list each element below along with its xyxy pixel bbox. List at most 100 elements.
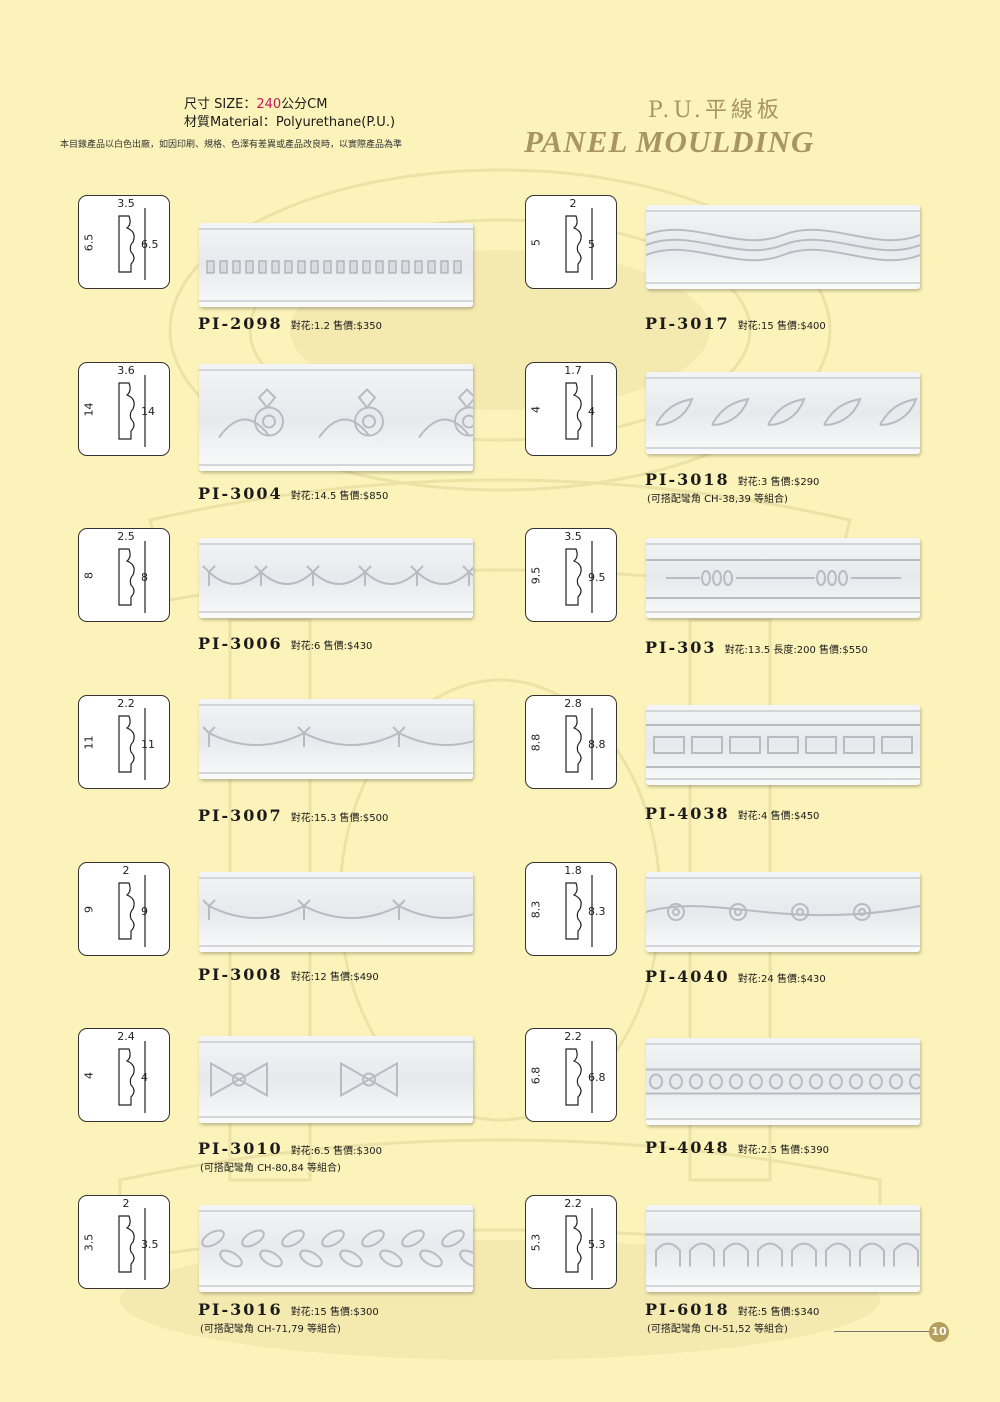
height-dimension: 14 — [141, 405, 155, 418]
product-photo — [646, 1205, 920, 1292]
height-dimension: 4 — [588, 405, 595, 418]
width-dimension: 3.5 — [564, 530, 582, 543]
height-dimension-rotated: 6.8 — [529, 1066, 543, 1085]
height-dimension-rotated: 5.3 — [529, 1233, 543, 1252]
profile-outline-icon — [565, 208, 593, 280]
profile-outline-icon — [118, 1208, 146, 1280]
size-label: 尺寸 SIZE： — [184, 97, 257, 112]
height-dimension-rotated: 8 — [82, 572, 96, 579]
height-dimension: 5.3 — [588, 1238, 606, 1251]
product-photo — [199, 1036, 473, 1123]
height-dimension-rotated: 9 — [82, 906, 96, 913]
product-spec: 對花:24 售價:$430 — [737, 974, 826, 985]
height-dimension-rotated: 8.8 — [529, 733, 543, 752]
width-dimension: 1.8 — [564, 864, 582, 877]
width-dimension: 2.2 — [564, 1197, 582, 1210]
product-photo — [646, 372, 920, 454]
corner-combo-note: (可搭配彎角 CH-51,52 等組合) — [647, 1324, 788, 1335]
height-dimension-rotated: 5 — [529, 239, 543, 246]
product-spec: 對花:6.5 售價:$300 — [290, 1146, 382, 1157]
height-dimension-rotated: 9.5 — [529, 566, 543, 585]
product-photo — [199, 538, 473, 618]
profile-outline-icon — [118, 208, 146, 280]
product-code-text: PI-3004 — [198, 484, 283, 503]
material-text: 材質Material：Polyurethane(P.U.) — [184, 115, 396, 130]
profile-outline-icon — [565, 875, 593, 947]
product-spec: 對花:4 售價:$450 — [737, 811, 820, 822]
corner-combo-note: (可搭配彎角 CH-38,39 等組合) — [647, 494, 788, 505]
product-code: PI-4048 對花:2.5 售價:$390 — [645, 1138, 829, 1157]
product-code-text: PI-4048 — [645, 1138, 730, 1157]
product-code-text: PI-303 — [645, 638, 717, 657]
width-dimension: 3.6 — [117, 364, 135, 377]
product-spec: 對花:14.5 售價:$850 — [290, 491, 389, 502]
height-dimension: 9 — [141, 905, 148, 918]
product-code: PI-3018 對花:3 售價:$290 — [645, 470, 819, 489]
width-dimension: 2.5 — [117, 530, 135, 543]
profile-outline-icon — [118, 375, 146, 447]
width-dimension: 2 — [122, 1197, 130, 1210]
height-dimension-rotated: 14 — [82, 402, 96, 417]
product-photo — [646, 205, 920, 289]
width-dimension: 1.7 — [564, 364, 582, 377]
height-dimension: 8.3 — [588, 905, 606, 918]
product-code-text: PI-2098 — [198, 314, 283, 333]
product-spec: 對花:15 售價:$300 — [290, 1307, 379, 1318]
corner-combo-note: (可搭配彎角 CH-71,79 等組合) — [200, 1324, 341, 1335]
profile-outline-icon — [118, 1041, 146, 1113]
product-photo — [646, 872, 920, 952]
footer-rule — [834, 1331, 930, 1332]
product-photo — [646, 705, 920, 785]
product-photo — [199, 699, 473, 779]
product-spec: 對花:3 售價:$290 — [737, 477, 820, 488]
product-code-text: PI-4038 — [645, 804, 730, 823]
profile-outline-icon — [565, 1041, 593, 1113]
product-photo — [199, 1205, 473, 1292]
height-dimension: 3.5 — [141, 1238, 159, 1251]
product-photo — [199, 223, 473, 307]
height-dimension-rotated: 11 — [82, 735, 96, 750]
profile-outline-icon — [565, 708, 593, 780]
height-dimension: 4 — [141, 1071, 148, 1084]
product-code: PI-4038 對花:4 售價:$450 — [645, 804, 819, 823]
product-photo — [646, 1038, 920, 1125]
height-dimension-rotated: 6.5 — [82, 233, 96, 252]
height-dimension-rotated: 8.3 — [529, 900, 543, 919]
profile-diagram: 3.6 14 14 — [78, 362, 170, 456]
height-dimension-rotated: 4 — [529, 406, 543, 413]
product-spec: 對花:15.3 售價:$500 — [290, 813, 389, 824]
product-photo — [199, 364, 473, 471]
profile-outline-icon — [118, 541, 146, 613]
profile-outline-icon — [565, 541, 593, 613]
product-spec: 對花:2.5 售價:$390 — [737, 1145, 829, 1156]
profile-diagram: 1.8 8.3 8.3 — [525, 862, 617, 956]
product-code-text: PI-4040 — [645, 967, 730, 986]
product-photo — [646, 538, 920, 618]
product-code-text: PI-3018 — [645, 470, 730, 489]
profile-outline-icon — [565, 375, 593, 447]
title-chinese: P.U.平線板 — [648, 98, 783, 123]
width-dimension: 2.2 — [564, 1030, 582, 1043]
